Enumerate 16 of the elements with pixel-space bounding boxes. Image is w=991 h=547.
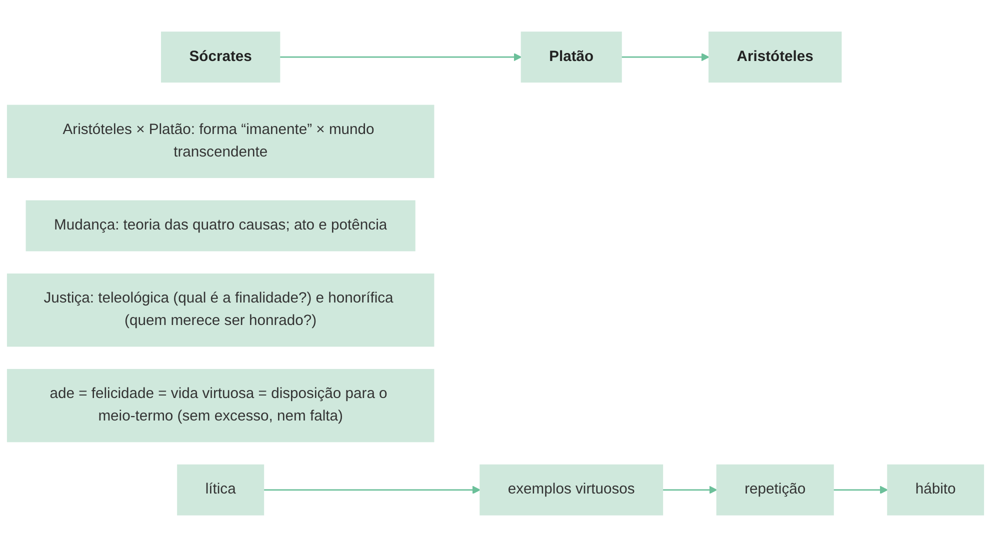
node-box: Platão bbox=[520, 32, 622, 83]
node-box: Aristóteles bbox=[708, 32, 842, 83]
node-box: exemplos virtuosos bbox=[480, 464, 664, 516]
node-box: Justiça: teleológica (qual é a finalidade?) e honorífica (quem merece ser honrado?) bbox=[6, 274, 434, 347]
arrow bbox=[280, 53, 522, 62]
node-box: lítica bbox=[177, 464, 264, 516]
node-box: Sócrates bbox=[161, 32, 280, 83]
arrow bbox=[662, 486, 718, 494]
node-box: Aristóteles × Platão: forma “imanente” × mundo transcendente bbox=[6, 104, 434, 178]
arrow bbox=[264, 486, 480, 494]
node-box: Mudança: teoria das quatro causas; ato e potência bbox=[26, 200, 416, 252]
arrow bbox=[621, 53, 710, 62]
node-box: ade = felicidade = vida virtuosa = disposição para o meio-termo (sem excesso, nem falta) bbox=[6, 368, 434, 442]
node-box: hábito bbox=[887, 464, 984, 516]
node-box: repetição bbox=[716, 464, 834, 516]
arrow bbox=[833, 486, 888, 494]
